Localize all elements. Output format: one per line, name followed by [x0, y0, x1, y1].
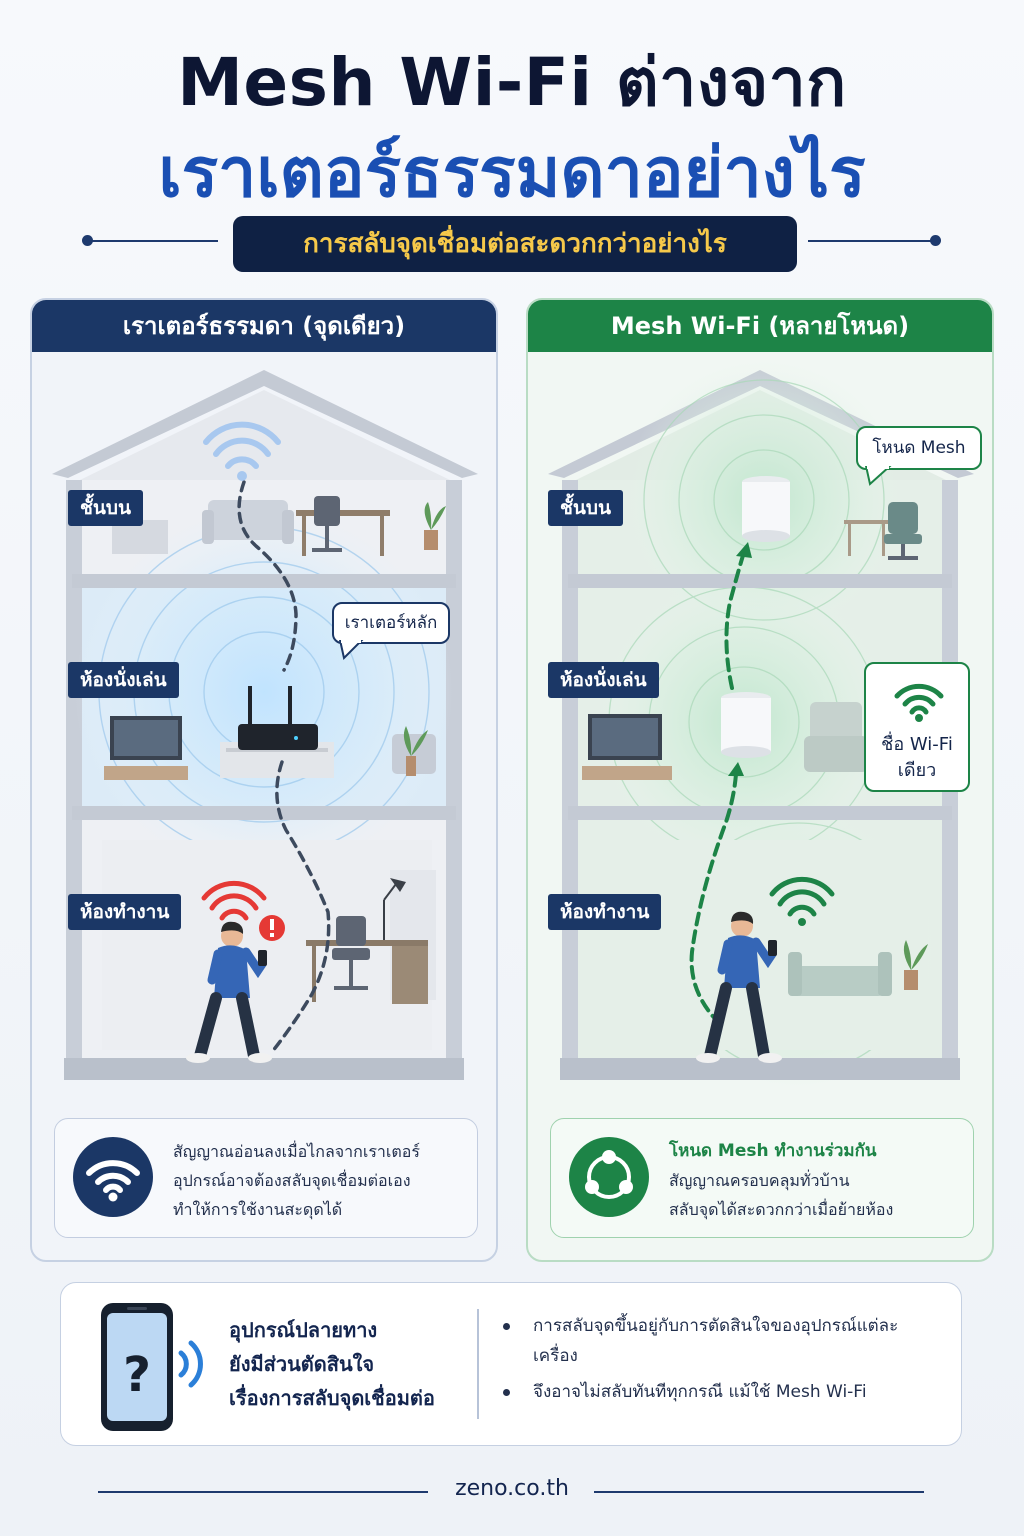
- subtitle-line-left: [86, 240, 218, 242]
- bottom-note-card: ? อุปกรณ์ปลายทาง ยังมีส่วนตัดสินใจ เรื่อ…: [60, 1282, 962, 1446]
- info-text-mesh: โหนด Mesh ทำงานร่วมกัน สัญญาณครอบคลุมทั่…: [669, 1137, 969, 1224]
- subtitle: การสลับจุดเชื่อมต่อสะดวกกว่าอย่างไร: [233, 216, 797, 272]
- info-line: สัญญาณครอบคลุมทั่วบ้าน: [669, 1171, 850, 1190]
- callout-ssid-line-2: เดียว: [897, 760, 937, 781]
- wifi-icon: [894, 683, 944, 722]
- bottom-note-heading: อุปกรณ์ปลายทาง ยังมีส่วนตัดสินใจ เรื่องก…: [229, 1313, 435, 1415]
- info-card-mesh: โหนด Mesh ทำงานร่วมกัน สัญญาณครอบคลุมทั่…: [550, 1118, 974, 1238]
- subtitle-line-right: [808, 240, 936, 242]
- bullet-item: จึงอาจไม่สลับทันทีทุกกรณี แม้ใช้ Mesh Wi…: [501, 1377, 941, 1407]
- floor-label-office: ห้องทำงาน: [548, 894, 662, 930]
- bullet-item: การสลับจุดขึ้นอยู่กับการตัดสินใจของอุปกร…: [501, 1311, 941, 1371]
- subtitle-dot-right: [930, 235, 941, 246]
- panel-traditional-router: เราเตอร์ธรรมดา (จุดเดียว): [30, 298, 498, 1262]
- callout-ssid-line-1: ชื่อ Wi-Fi: [881, 734, 953, 755]
- panel-heading-traditional: เราเตอร์ธรรมดา (จุดเดียว): [32, 300, 496, 352]
- callout-mesh-node: โหนด Mesh: [856, 426, 982, 470]
- phone-question-icon: ?: [101, 1303, 203, 1431]
- info-card-traditional: สัญญาณอ่อนลงเมื่อไกลจากเราเตอร์ อุปกรณ์อ…: [54, 1118, 478, 1238]
- house-mesh-illustration: [548, 360, 974, 1088]
- svg-text:?: ?: [123, 1347, 151, 1403]
- callout-mesh-node-text: โหนด Mesh: [872, 438, 966, 458]
- mesh-network-icon: [569, 1137, 649, 1217]
- footer-site: zeno.co.th: [455, 1476, 569, 1501]
- callout-main-router-tail: [338, 640, 364, 660]
- floor-label-living-room: ห้องนั่งเล่น: [68, 662, 179, 698]
- callout-single-ssid: ชื่อ Wi-Fi เดียว: [864, 662, 970, 792]
- floor-label-living-room: ห้องนั่งเล่น: [548, 662, 659, 698]
- info-title: โหนด Mesh ทำงานร่วมกัน: [669, 1141, 877, 1161]
- info-line: ทำให้การใช้งานสะดุดได้: [173, 1200, 343, 1219]
- bottom-bullet-list: การสลับจุดขึ้นอยู่กับการตัดสินใจของอุปกร…: [501, 1311, 941, 1407]
- subtitle-dot-left: [82, 235, 93, 246]
- callout-mesh-node-tail: [864, 466, 892, 486]
- info-line: อุปกรณ์อาจต้องสลับจุดเชื่อมต่อเอง: [173, 1171, 411, 1190]
- bottom-divider: [477, 1309, 479, 1419]
- house-traditional-illustration: [52, 370, 478, 1080]
- wifi-icon: [73, 1137, 153, 1217]
- callout-main-router: เราเตอร์หลัก: [332, 602, 450, 644]
- footer-line-right: [594, 1491, 924, 1493]
- info-line: สลับจุดได้สะดวกกว่าเมื่อย้ายห้อง: [669, 1200, 894, 1219]
- floor-label-office: ห้องทำงาน: [68, 894, 182, 930]
- bottom-note-line: อุปกรณ์ปลายทาง: [229, 1318, 378, 1342]
- info-text-traditional: สัญญาณอ่อนลงเมื่อไกลจากเราเตอร์ อุปกรณ์อ…: [173, 1137, 473, 1224]
- subtitle-banner: การสลับจุดเชื่อมต่อสะดวกกว่าอย่างไร: [0, 216, 1024, 274]
- footer-line-left: [98, 1491, 428, 1493]
- callout-main-router-text: เราเตอร์หลัก: [344, 613, 438, 633]
- title-line-1: Mesh Wi-Fi ต่างจาก: [177, 44, 847, 121]
- floor-label-upstairs: ชั้นบน: [68, 490, 143, 526]
- panel-mesh-wifi: Mesh Wi-Fi (หลายโหนด): [526, 298, 994, 1262]
- panel-heading-mesh: Mesh Wi-Fi (หลายโหนด): [528, 300, 992, 352]
- bottom-note-line: ยังมีส่วนตัดสินใจ: [229, 1352, 375, 1376]
- bottom-note-line: เรื่องการสลับจุดเชื่อมต่อ: [229, 1386, 435, 1410]
- floor-label-upstairs: ชั้นบน: [548, 490, 623, 526]
- info-line: สัญญาณอ่อนลงเมื่อไกลจากเราเตอร์: [173, 1142, 420, 1161]
- title-line-2: เราเตอร์ธรรมดาอย่างไร: [158, 134, 866, 213]
